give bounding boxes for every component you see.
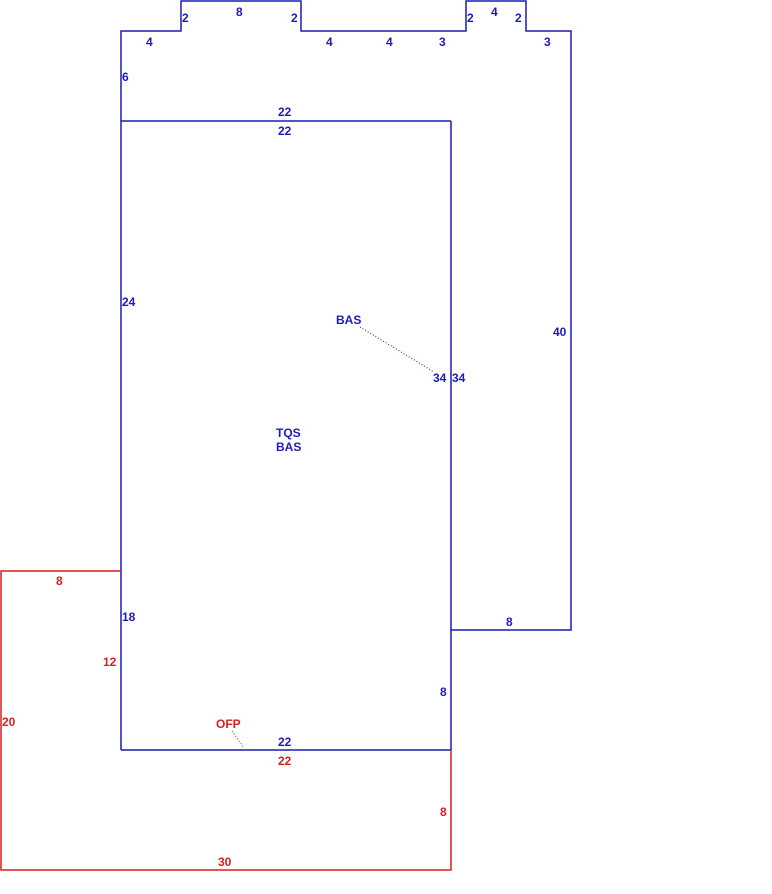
dim-top-2-c: 2 [467, 11, 474, 25]
dim-porch-12: 12 [103, 655, 117, 669]
area-label-bas: BAS [336, 313, 361, 327]
area-label-ofp: OFP [216, 717, 241, 731]
center-label-tqs: TQS [276, 426, 301, 440]
ofp-leader-line [231, 730, 245, 749]
dim-top-3-a: 3 [439, 35, 446, 49]
dim-porch-bottom-30: 30 [218, 855, 232, 869]
bas-leader-line [359, 326, 435, 373]
dim-top-4-a: 4 [326, 35, 333, 49]
dim-porch-right-8: 8 [440, 805, 447, 819]
dim-top-8: 8 [236, 5, 243, 19]
dim-porch-top-8: 8 [56, 574, 63, 588]
dim-left-6: 6 [122, 70, 129, 84]
dim-inner-right-8: 8 [440, 685, 447, 699]
dim-step-8: 8 [506, 615, 513, 629]
center-label-bas: BAS [276, 440, 301, 454]
dim-top-2-d: 2 [515, 11, 522, 25]
dim-left-18: 18 [122, 610, 136, 624]
dim-inner-top-22-a: 22 [278, 105, 292, 119]
dim-top-3-b: 3 [544, 35, 551, 49]
porch-outline [0, 570, 452, 871]
dim-bottom-22: 22 [278, 735, 292, 749]
dim-mid-34-b: 34 [452, 371, 466, 385]
dim-top-4-c: 4 [491, 5, 498, 19]
dim-top-2-a: 2 [182, 11, 189, 25]
dim-top-4-left: 4 [146, 35, 153, 49]
dim-mid-34-a: 34 [433, 371, 447, 385]
dim-porch-22: 22 [278, 754, 292, 768]
main-building-outline [120, 0, 572, 751]
dim-inner-top-22-b: 22 [278, 124, 292, 138]
dim-top-4-b: 4 [386, 35, 393, 49]
dim-top-2-b: 2 [291, 11, 298, 25]
dim-right-40: 40 [553, 325, 567, 339]
dim-porch-20: 20 [2, 715, 16, 729]
dim-left-24: 24 [122, 295, 136, 309]
